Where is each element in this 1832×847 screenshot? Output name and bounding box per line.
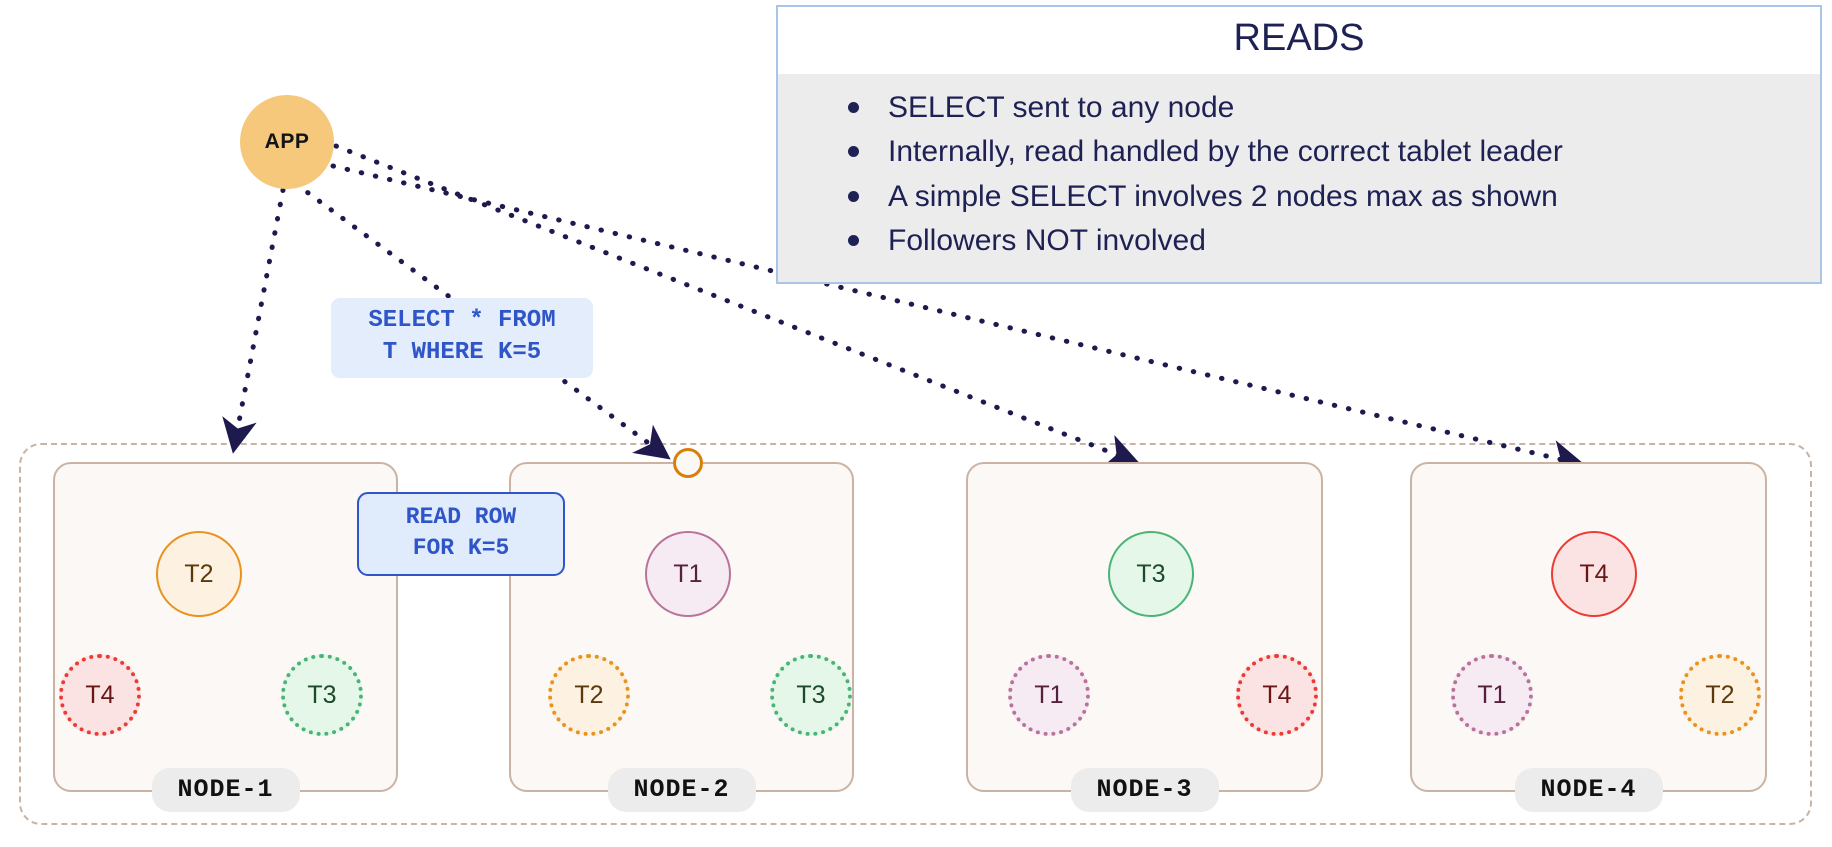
app-client-node[interactable]: APP [240,95,334,189]
reads-panel-title: READS [778,7,1820,74]
reads-bullet-text: SELECT sent to any node [888,91,1235,124]
bullet-dot-icon [848,235,859,247]
reads-bullet-text: Followers NOT involved [888,224,1206,258]
tablet-follower-node2-b[interactable]: T3 [770,654,852,736]
node-box-1[interactable]: NODE-1 [53,462,398,812]
tablet-leader-node2[interactable]: T1 [645,531,731,617]
tablet-leader-node4[interactable]: T4 [1551,531,1637,617]
node-box-4[interactable]: NODE-4 [1410,462,1767,812]
node-box-3[interactable]: NODE-3 [966,462,1323,812]
tablet-leader-node3[interactable]: T3 [1108,531,1194,617]
node-label-2: NODE-2 [607,768,756,812]
reads-bullet-text: Internally, read handled by the correct … [888,135,1563,169]
read-line-2: FOR K=5 [412,534,510,561]
sql-query-callout: SELECT * FROM T WHERE K=5 [331,298,593,379]
tablet-follower-node2-a[interactable]: T2 [548,654,630,736]
app-label: APP [264,130,310,153]
tablet-follower-node1-b[interactable]: T3 [281,654,363,736]
bullet-dot-icon [848,146,859,158]
sql-line-2: T WHERE K=5 [382,339,542,367]
tablet-follower-node4-b[interactable]: T2 [1679,654,1761,736]
read-line-1: READ ROW [405,504,517,530]
reads-bullet-item: Internally, read handled by the correct … [842,130,1820,174]
read-row-callout: READ ROW FOR K=5 [357,492,565,576]
reads-bullet-item: A simple SELECT involves 2 nodes max as … [842,175,1820,219]
node-box-2[interactable]: NODE-2 [509,462,854,812]
node-label-1: NODE-1 [151,768,300,812]
bullet-dot-icon [848,102,859,113]
bullet-dot-icon [848,190,859,202]
tablet-leader-node1[interactable]: T2 [156,531,242,617]
tablet-leader-connector-ring [673,448,703,478]
arrow-app-to-node1 [222,187,286,454]
reads-bullet-item: SELECT sent to any node [842,86,1820,130]
tablet-follower-node3-a[interactable]: T1 [1008,654,1090,736]
reads-bullet-text: A simple SELECT involves 2 nodes max as … [888,179,1558,213]
sql-line-1: SELECT * FROM [368,307,556,334]
node-label-3: NODE-3 [1070,768,1219,812]
reads-bullet-item: Followers NOT involved [842,219,1820,263]
tablet-follower-node3-b[interactable]: T4 [1236,654,1318,736]
tablet-follower-node1-a[interactable]: T4 [59,654,141,736]
tablet-follower-node4-a[interactable]: T1 [1451,654,1533,736]
node-label-4: NODE-4 [1514,768,1663,812]
